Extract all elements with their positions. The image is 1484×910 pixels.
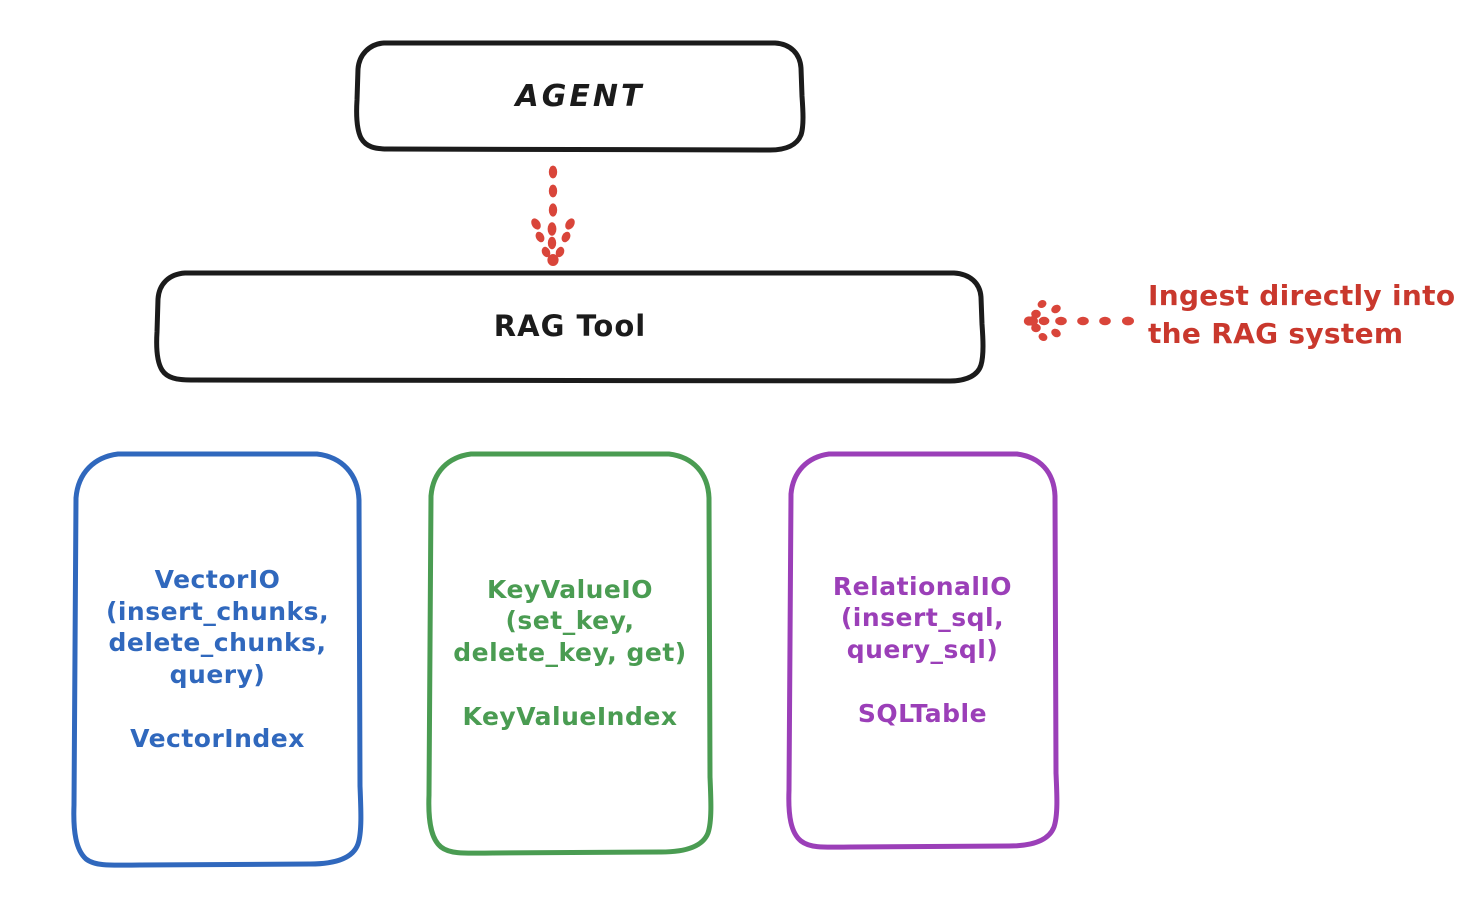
node-key-value-io[interactable]: KeyValueIO (set_key, delete_key, get) Ke… (425, 450, 715, 856)
annotation-ingest-text: Ingest directly into the RAG system (1148, 279, 1456, 350)
node-vector-io-label: VectorIO (insert_chunks, delete_chunks, … (105, 564, 330, 753)
node-agent-label: AGENT (515, 78, 645, 114)
arrow-agent-to-rag-tool (531, 165, 575, 266)
node-relational-io[interactable]: RelationalIO (insert_sql, query_sql) SQL… (785, 450, 1060, 850)
node-agent[interactable]: AGENT (354, 40, 806, 153)
node-key-value-io-label: KeyValueIO (set_key, delete_key, get) Ke… (453, 574, 687, 731)
node-vector-io[interactable]: VectorIO (insert_chunks, delete_chunks, … (70, 450, 365, 868)
node-relational-io-label: RelationalIO (insert_sql, query_sql) SQL… (832, 571, 1013, 728)
node-rag-tool[interactable]: RAG Tool (154, 270, 986, 384)
node-rag-tool-label: RAG Tool (493, 309, 647, 343)
arrow-ingest-pointer (1023, 300, 1134, 341)
